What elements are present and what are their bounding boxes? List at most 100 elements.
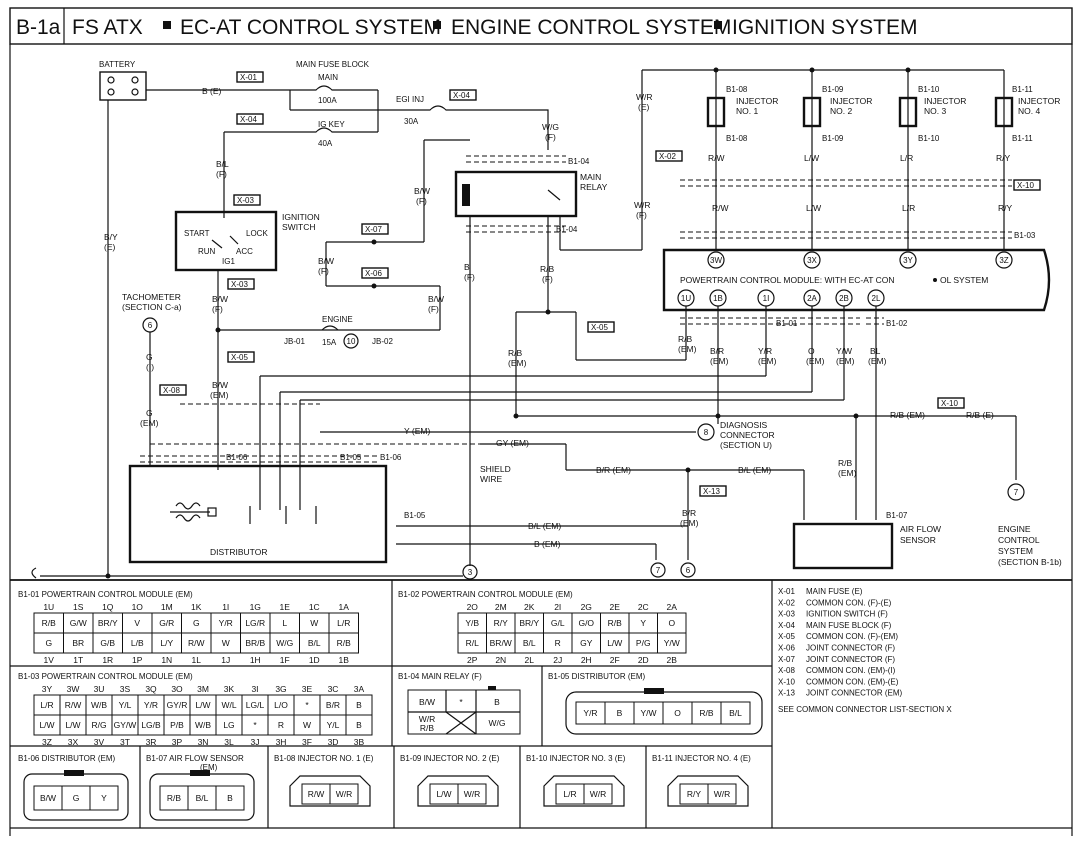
svg-text:RELAY: RELAY bbox=[580, 182, 608, 192]
svg-text:B1-08: B1-08 bbox=[726, 85, 748, 94]
pin-wire: B/L bbox=[523, 638, 536, 648]
svg-text:B1-06: B1-06 bbox=[226, 453, 248, 462]
pin-cell bbox=[720, 701, 751, 725]
pin-wire: R/L bbox=[466, 638, 480, 648]
svg-text:(EM): (EM) bbox=[200, 763, 218, 772]
pin-wire: BR/Y bbox=[519, 618, 539, 628]
pin-label: 1D bbox=[309, 655, 320, 665]
pin-wire: Y bbox=[640, 618, 646, 628]
pin-wire: W/L bbox=[221, 700, 236, 710]
pin-label: 2J bbox=[553, 655, 562, 665]
pin-label: 1H bbox=[250, 655, 261, 665]
pin-wire: GY/R bbox=[167, 700, 188, 710]
pin-label: 3J bbox=[251, 737, 260, 747]
pin-label: 1G bbox=[250, 602, 261, 612]
svg-text:O: O bbox=[808, 346, 815, 356]
svg-text:WIRE: WIRE bbox=[480, 474, 503, 484]
legend-code: X-08 bbox=[778, 666, 795, 675]
svg-text:X-03: X-03 bbox=[237, 196, 254, 205]
svg-text:(F): (F) bbox=[212, 304, 223, 314]
svg-text:B/W: B/W bbox=[419, 697, 435, 707]
svg-text:B1-11: B1-11 bbox=[1012, 85, 1033, 94]
battery-minus-terminal-icon bbox=[107, 76, 115, 84]
svg-text:(F): (F) bbox=[416, 196, 427, 206]
x05-tag-2 bbox=[587, 321, 615, 333]
svg-text:B1-07: B1-07 bbox=[886, 511, 908, 520]
pin-label: 2F bbox=[610, 655, 620, 665]
svg-text:(F): (F) bbox=[636, 210, 647, 220]
svg-text:3X: 3X bbox=[807, 256, 817, 265]
pin-label: 2C bbox=[638, 602, 649, 612]
svg-text:JB-01: JB-01 bbox=[284, 337, 305, 346]
pin-label: 2L bbox=[525, 655, 535, 665]
pcm-top-terminals: 3W 3X 3Y 3Z bbox=[707, 251, 1013, 269]
pin-wire: W/R bbox=[336, 789, 353, 799]
legend-code: X-13 bbox=[778, 689, 795, 698]
pin-wire: R/B bbox=[699, 708, 714, 718]
pin-label: 2O bbox=[467, 602, 479, 612]
svg-text:X-06: X-06 bbox=[365, 269, 382, 278]
pin-wire: V bbox=[134, 618, 140, 628]
svg-text:OL SYSTEM: OL SYSTEM bbox=[940, 275, 988, 285]
section-ecat: EC-AT CONTROL SYSTEM bbox=[180, 16, 441, 39]
svg-text:(SECTION B-1b): (SECTION B-1b) bbox=[998, 557, 1062, 567]
svg-text:IG KEY: IG KEY bbox=[318, 120, 345, 129]
pin-label: 3W bbox=[67, 684, 80, 694]
svg-text:B/W: B/W bbox=[212, 380, 228, 390]
svg-text:(SECTION U): (SECTION U) bbox=[720, 440, 772, 450]
section-ignition: IGNITION SYSTEM bbox=[732, 16, 918, 39]
pin-wire: L/R bbox=[40, 700, 53, 710]
pin-wire: L/Y bbox=[160, 638, 173, 648]
svg-text:(F): (F) bbox=[464, 272, 475, 282]
pin-wire: * bbox=[305, 700, 309, 710]
svg-text:B1-07 AIR FLOW SENSOR: B1-07 AIR FLOW SENSOR bbox=[146, 754, 244, 763]
svg-text:(F): (F) bbox=[542, 274, 553, 284]
pin-cell bbox=[329, 783, 359, 805]
svg-text:ENGINE: ENGINE bbox=[322, 315, 353, 324]
x08-tag bbox=[159, 384, 187, 396]
pin-label: 1A bbox=[339, 602, 350, 612]
pin-label: 1P bbox=[132, 655, 143, 665]
svg-text:(E): (E) bbox=[104, 242, 116, 252]
bullet-icon bbox=[714, 21, 722, 29]
svg-text:B/W: B/W bbox=[414, 186, 430, 196]
svg-text:B1-08 INJECTOR NO. 1 (E): B1-08 INJECTOR NO. 1 (E) bbox=[274, 754, 374, 763]
svg-text:3Y: 3Y bbox=[903, 256, 913, 265]
pin-label: 2B bbox=[667, 655, 678, 665]
pin-wire: G bbox=[193, 618, 200, 628]
svg-text:(E): (E) bbox=[638, 102, 650, 112]
injector-no-1: B1-08 INJECTOR NO. 1 B1-08 R/W R/W bbox=[706, 67, 778, 250]
pin-cell bbox=[657, 632, 687, 654]
pin-wire: BR/B bbox=[245, 638, 265, 648]
svg-text:W/R: W/R bbox=[419, 714, 436, 724]
svg-text:B/L (EM): B/L (EM) bbox=[528, 521, 561, 531]
bullet-icon bbox=[163, 21, 171, 29]
legend-code: X-06 bbox=[778, 644, 795, 653]
svg-text:B: B bbox=[464, 262, 470, 272]
pin-label: 2P bbox=[467, 655, 478, 665]
pin-label: 1C bbox=[309, 602, 320, 612]
svg-text:BL: BL bbox=[870, 346, 881, 356]
svg-text:B1-03 POWERTRAIN CONTROL MODU: B1-03 POWERTRAIN CONTROL MODULE (EM) bbox=[18, 672, 193, 681]
pin-label: 2A bbox=[667, 602, 678, 612]
legend-desc: JOINT CONNECTOR (F) bbox=[806, 644, 895, 653]
svg-text:(EM): (EM) bbox=[508, 358, 527, 368]
pin-wire: R/W bbox=[65, 700, 82, 710]
pin-wire: G/W bbox=[70, 618, 87, 628]
pin-label: 3T bbox=[120, 737, 130, 747]
x10-tag-2 bbox=[937, 397, 965, 409]
svg-text:B1-04: B1-04 bbox=[568, 157, 590, 166]
pin-label: 2D bbox=[638, 655, 649, 665]
svg-text:R/Y: R/Y bbox=[998, 203, 1013, 213]
svg-text:B1-08: B1-08 bbox=[726, 134, 748, 143]
pin-label: 1M bbox=[161, 602, 173, 612]
pin-wire: BR/Y bbox=[98, 618, 118, 628]
pin-cell bbox=[707, 783, 737, 805]
pin-wire: L/R bbox=[337, 618, 350, 628]
pin-label: 2N bbox=[495, 655, 506, 665]
pin-label: 3K bbox=[224, 684, 235, 694]
relay-coil-icon bbox=[462, 184, 470, 206]
svg-text:6: 6 bbox=[686, 566, 691, 575]
pin-label: 1B bbox=[339, 655, 350, 665]
